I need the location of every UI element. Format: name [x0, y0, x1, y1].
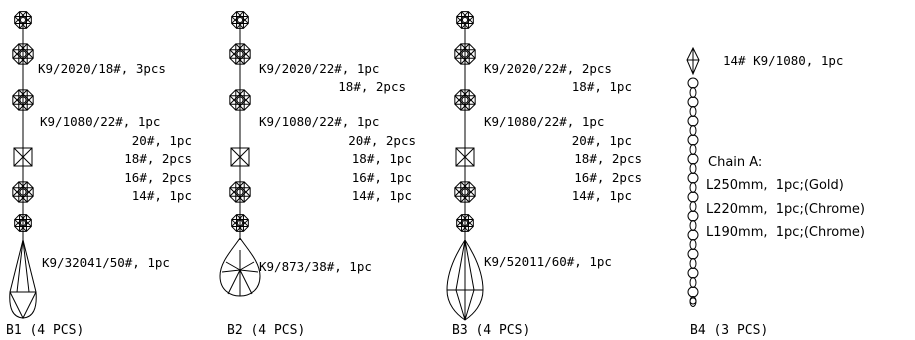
- b1-octagon-3: [12, 89, 34, 111]
- b4-label-chain: Chain A:: [708, 155, 763, 170]
- b2-octagon-4: [229, 181, 251, 203]
- b3-octagon-5: [456, 214, 474, 232]
- b2-label-14: 14#, 1pc: [351, 188, 412, 203]
- b1-label-18: 18#, 2pcs: [124, 151, 192, 166]
- b2-pendant-facets: [221, 250, 259, 296]
- b3-octagon-1: [456, 11, 474, 29]
- b3-square-prism: [455, 147, 475, 167]
- b1-label-14: 14#, 1pc: [131, 188, 192, 203]
- b4-caption: B4 (3 PCS): [690, 323, 769, 338]
- b2-label-18-top: 18#, 2pcs: [338, 79, 406, 94]
- b1-label-k9-2020: K9/2020/18#, 3pcs: [38, 61, 166, 76]
- b3-label-pendant: K9/52011/60#, 1pc: [484, 254, 612, 269]
- b2-label-18: 18#, 1pc: [351, 151, 412, 166]
- b4-chain-end: [689, 297, 697, 305]
- b1-label-16: 16#, 2pcs: [124, 170, 192, 185]
- b2-octagon-2: [229, 43, 251, 65]
- b1-label-k9-1080: K9/1080/22#, 1pc: [40, 114, 161, 129]
- b2-label-16: 16#, 1pc: [351, 170, 412, 185]
- b3-label-18: 18#, 2pcs: [574, 151, 642, 166]
- b1-pendant-facets: [9, 239, 37, 320]
- b2-square-prism: [230, 147, 250, 167]
- b1-label-20: 20#, 1pc: [131, 133, 192, 148]
- b2-label-20: 20#, 2pcs: [348, 133, 416, 148]
- b1-octagon-2: [12, 43, 34, 65]
- b1-square-prism: [13, 147, 33, 167]
- b3-label-18-top: 18#, 1pc: [571, 79, 632, 94]
- b3-caption: B3 (4 PCS): [452, 323, 531, 338]
- b2-label-k9-1080: K9/1080/22#, 1pc: [259, 114, 380, 129]
- b3-label-k9-2020: K9/2020/22#, 2pcs: [484, 61, 612, 76]
- b2-label-k9-2020: K9/2020/22#, 1pc: [259, 61, 380, 76]
- b3-octagon-4: [454, 181, 476, 203]
- b1-octagon-5: [14, 214, 32, 232]
- b1-octagon-1: [14, 11, 32, 29]
- b4-label-l250: L250mm, 1pc;(Gold): [706, 178, 844, 193]
- b1-octagon-4: [12, 181, 34, 203]
- b3-label-16: 16#, 2pcs: [574, 170, 642, 185]
- b2-caption: B2 (4 PCS): [227, 323, 306, 338]
- b3-octagon-2: [454, 43, 476, 65]
- b4-label-l190: L190mm, 1pc;(Chrome): [706, 225, 865, 240]
- b4-label-top-crystal: 14# K9/1080, 1pc: [723, 53, 844, 68]
- b3-label-20: 20#, 1pc: [571, 133, 632, 148]
- b2-octagon-1: [231, 11, 249, 29]
- b3-label-14: 14#, 1pc: [571, 188, 632, 203]
- b3-label-k9-1080: K9/1080/22#, 1pc: [484, 114, 605, 129]
- b2-octagon-5: [231, 214, 249, 232]
- b2-octagon-3: [229, 89, 251, 111]
- b3-pendant-facets: [447, 239, 483, 321]
- b4-label-l220: L220mm, 1pc;(Chrome): [706, 202, 865, 217]
- b1-caption: B1 (4 PCS): [6, 323, 85, 338]
- b1-label-pendant: K9/32041/50#, 1pc: [42, 255, 170, 270]
- b2-label-pendant: K9/873/38#, 1pc: [259, 259, 372, 274]
- b3-octagon-3: [454, 89, 476, 111]
